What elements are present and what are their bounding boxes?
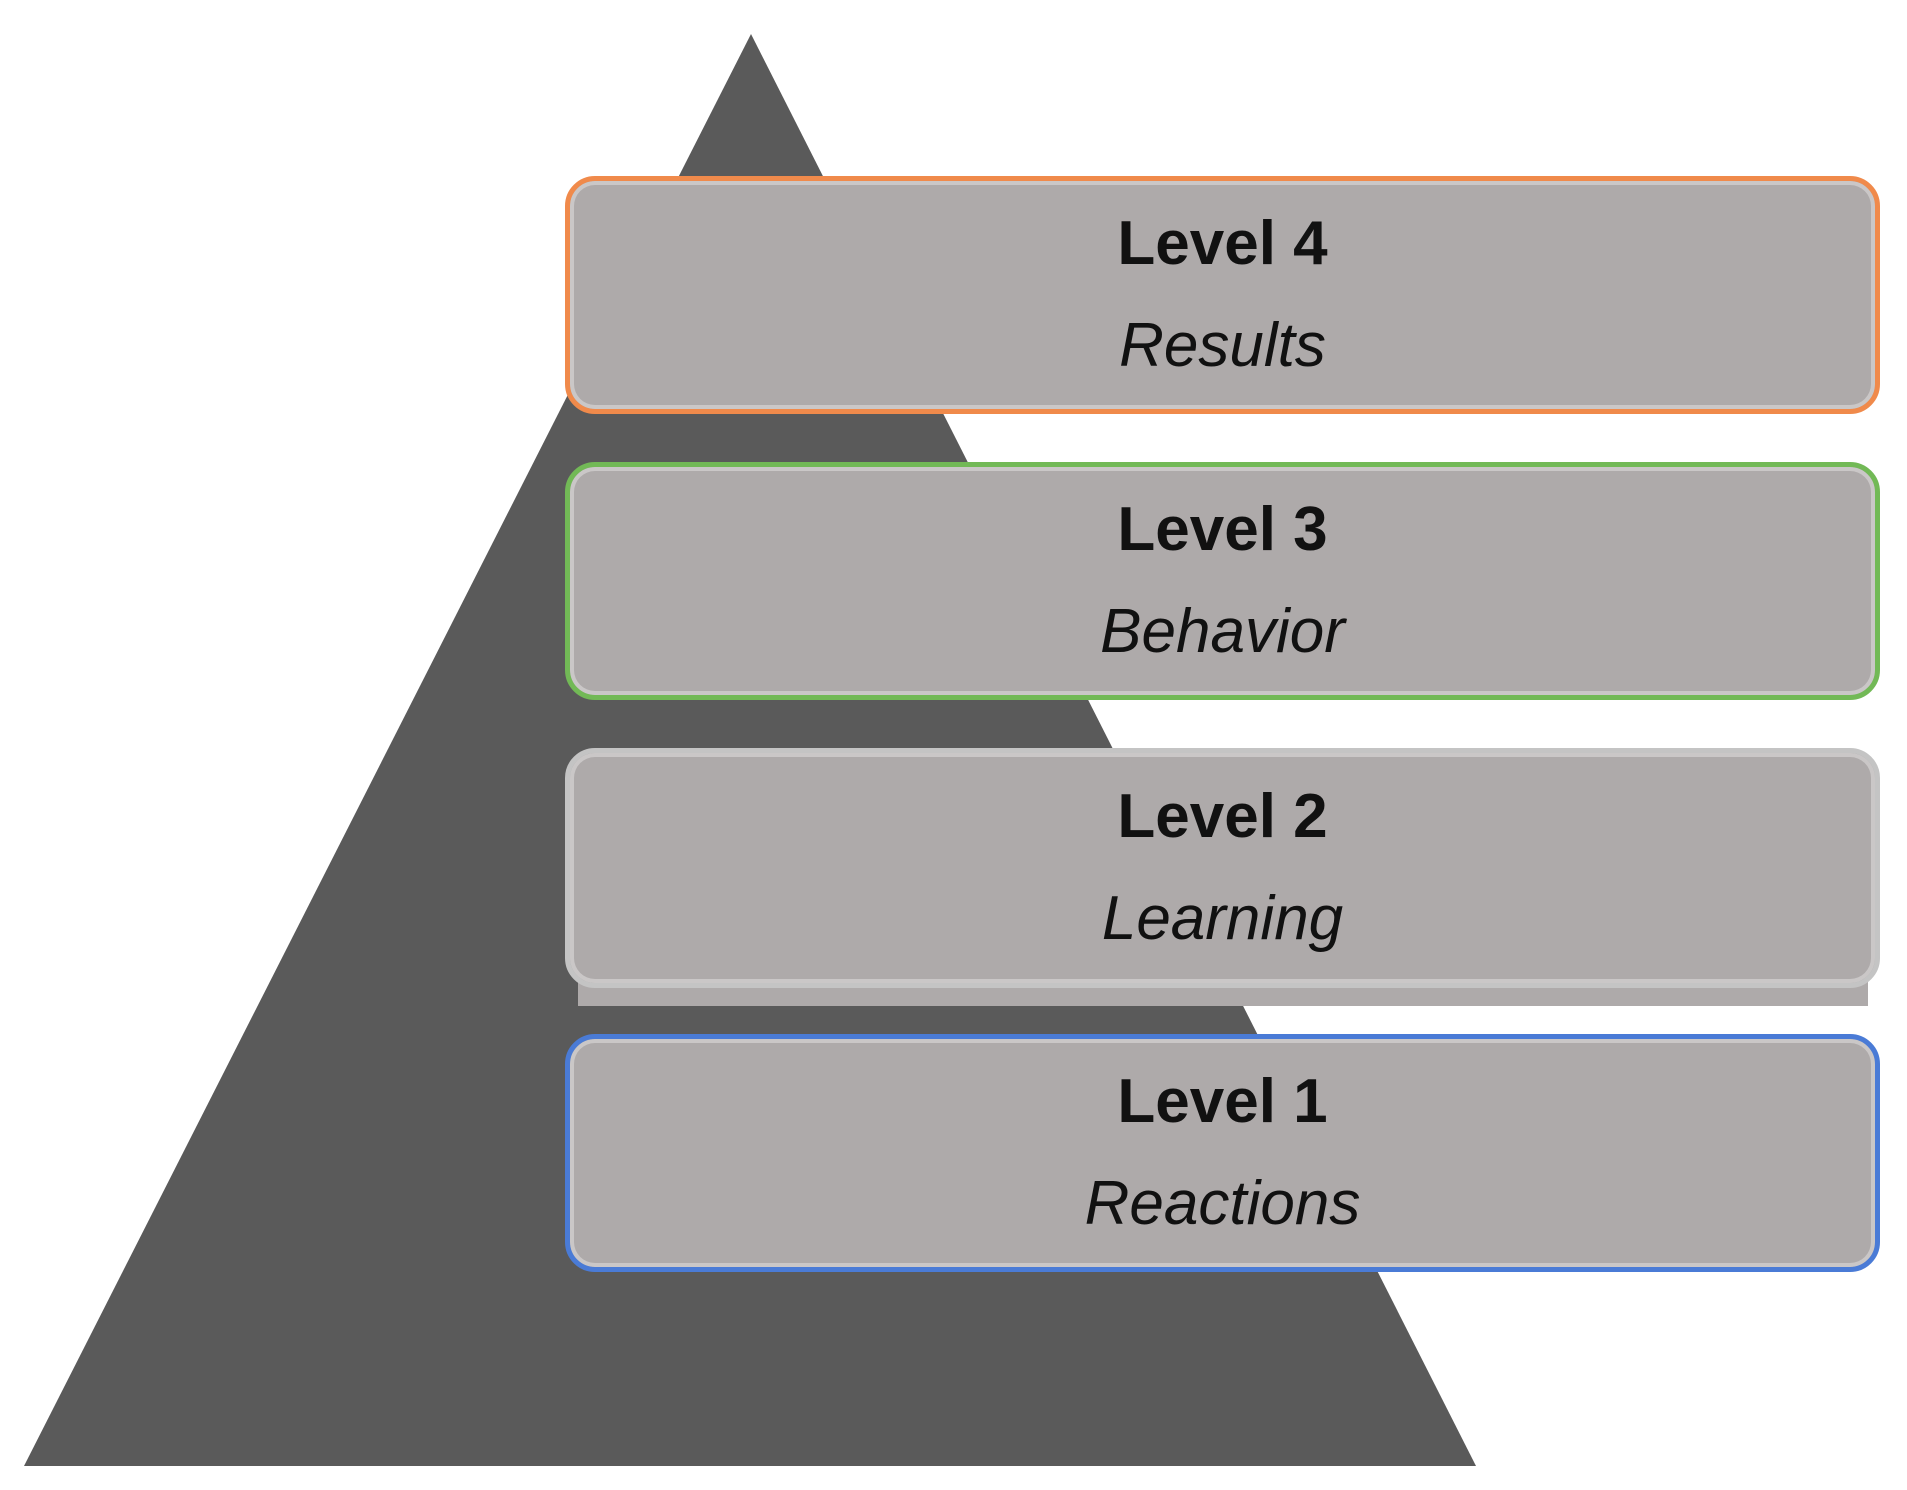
level-3-box: Level 3 Behavior — [565, 462, 1880, 700]
level-4-box: Level 4 Results — [565, 176, 1880, 414]
level-4-subtitle: Results — [1119, 311, 1326, 380]
level-2-box: Level 2 Learning — [565, 748, 1880, 988]
level-4-title: Level 4 — [1117, 208, 1328, 278]
level-2-subtitle: Learning — [1101, 884, 1344, 953]
level-1-title: Level 1 — [1117, 1066, 1328, 1136]
level-3-subtitle: Behavior — [1100, 597, 1345, 666]
level-3-title: Level 3 — [1117, 494, 1328, 564]
level-1-box: Level 1 Reactions — [565, 1034, 1880, 1272]
level-2-title: Level 2 — [1117, 781, 1328, 851]
level-1-subtitle: Reactions — [1084, 1169, 1361, 1238]
